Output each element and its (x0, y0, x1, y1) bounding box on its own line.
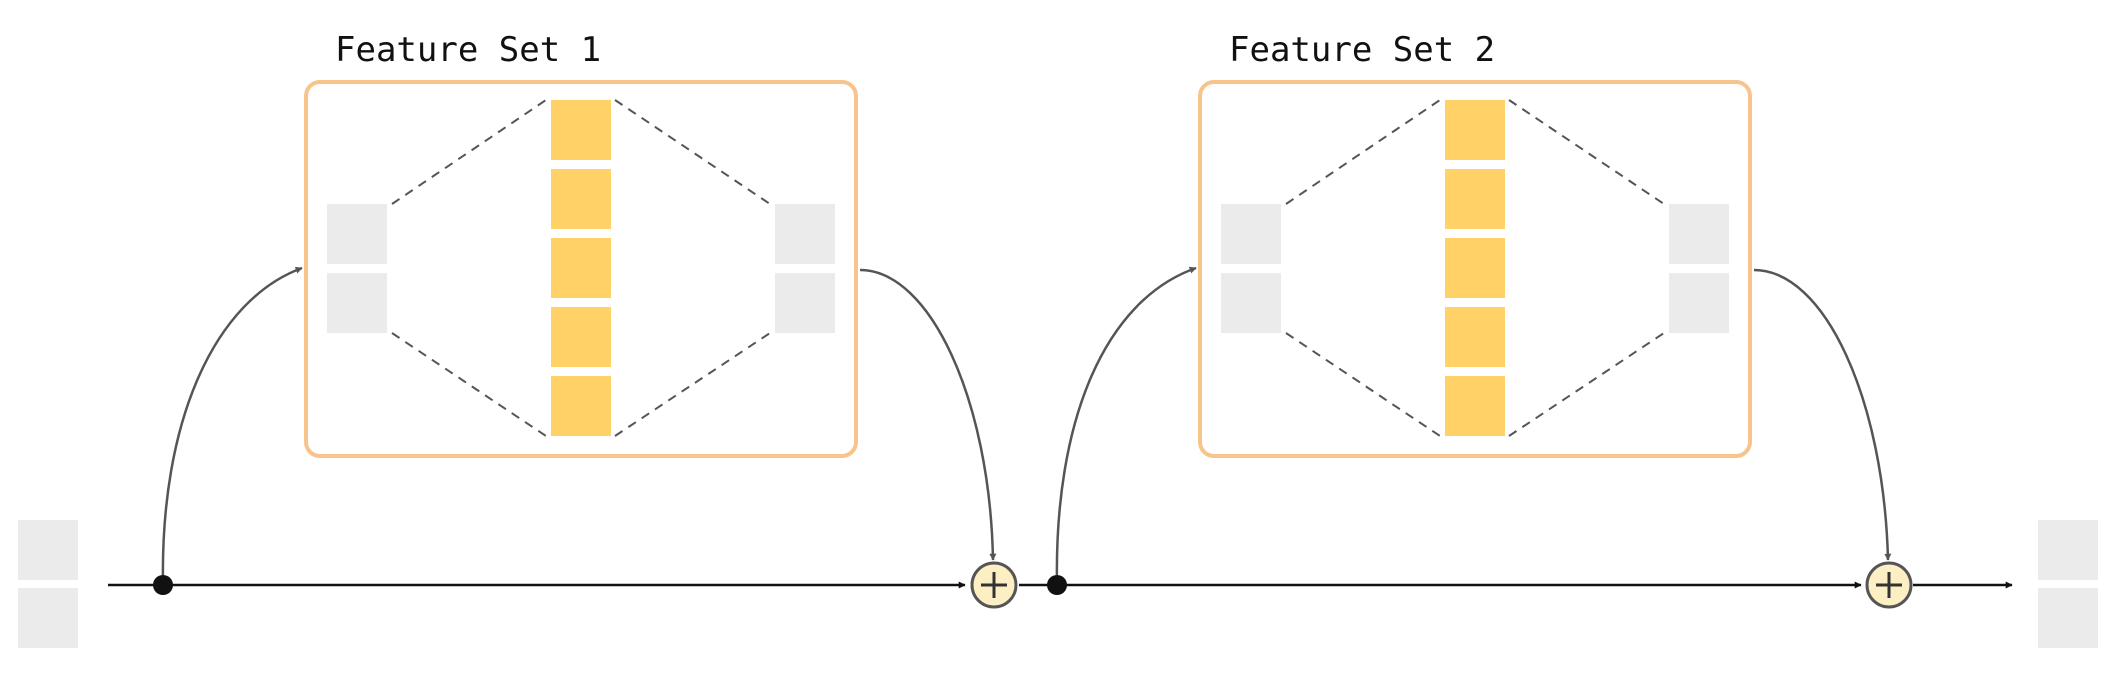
input-unit (327, 204, 387, 264)
branch-out-arrow (859, 268, 997, 561)
block-frame (1198, 80, 1752, 458)
input-unit (1221, 204, 1281, 264)
dot-icon (1047, 575, 1067, 595)
feature-block-2: Feature Set 2 (1047, 30, 1913, 609)
hidden-unit (551, 238, 611, 298)
input-unit (1221, 273, 1281, 333)
circle-plus-icon (970, 561, 1018, 609)
input-unit (18, 520, 78, 580)
output-unit (1669, 204, 1729, 264)
input-unit (18, 588, 78, 648)
hidden-unit (1445, 169, 1505, 229)
dot-icon (153, 575, 173, 595)
hidden-unit (551, 100, 611, 160)
branch-out-arrow (1753, 268, 1892, 561)
input-units (18, 520, 78, 648)
branch-in-arrow (161, 266, 303, 586)
hidden-unit (551, 169, 611, 229)
hidden-unit (1445, 307, 1505, 367)
output-units (2038, 520, 2098, 648)
output-unit (2038, 588, 2098, 648)
block-title: Feature Set 1 (335, 30, 601, 70)
input-unit (327, 273, 387, 333)
circle-plus-icon (1865, 561, 1913, 609)
branch-in-arrow (1055, 266, 1197, 586)
hidden-unit (1445, 376, 1505, 436)
output-unit (775, 273, 835, 333)
block-title: Feature Set 2 (1229, 30, 1495, 70)
hidden-unit (551, 376, 611, 436)
hidden-unit (551, 307, 611, 367)
output-unit (1669, 273, 1729, 333)
feature-block-1: Feature Set 1 (153, 30, 1018, 609)
hidden-unit (1445, 238, 1505, 298)
output-unit (775, 204, 835, 264)
output-unit (2038, 520, 2098, 580)
block-frame (304, 80, 858, 458)
hidden-unit (1445, 100, 1505, 160)
